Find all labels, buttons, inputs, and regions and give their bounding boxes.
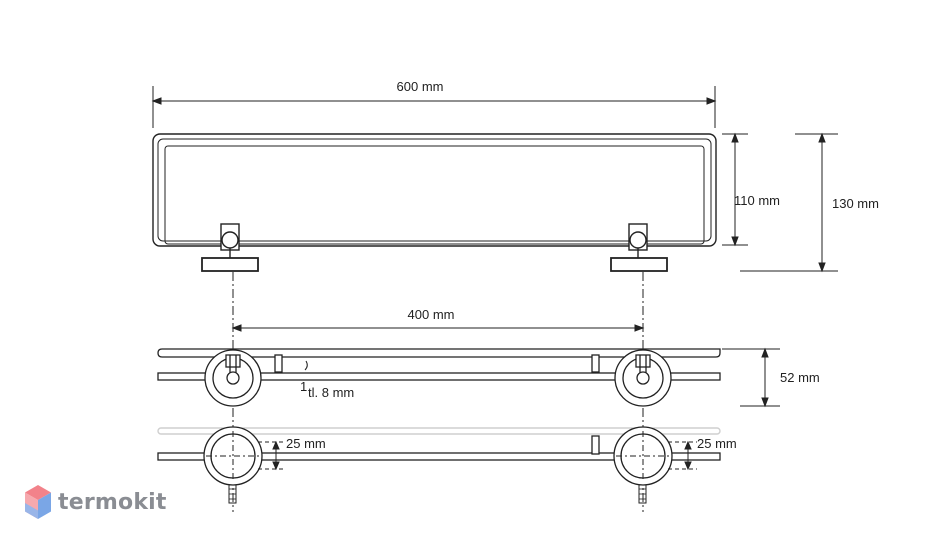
side-bracket-left bbox=[204, 349, 262, 407]
brand-name: termokit bbox=[58, 489, 167, 515]
dimension-bracket-spacing: 400 mm bbox=[231, 307, 645, 332]
glass-clip-top bbox=[591, 435, 600, 455]
dimension-glass-thickness: 1 tl. 8 mm bbox=[300, 360, 354, 400]
rail-top bbox=[157, 452, 721, 461]
glass-shelf-side bbox=[157, 348, 721, 358]
dimension-overall-height: 130 mm bbox=[740, 132, 879, 273]
dimension-label-overall-width: 600 mm bbox=[397, 79, 444, 94]
dimension-label-mount-right: 25 mm bbox=[697, 436, 737, 451]
mount-plate-right bbox=[613, 426, 673, 504]
mounting-view bbox=[157, 426, 721, 504]
shelf-glass-panel bbox=[164, 145, 705, 245]
dimension-mount-left: 25 mm bbox=[258, 436, 326, 471]
dimension-label-inner-height: 110 mm bbox=[734, 193, 780, 208]
glass-clip-right bbox=[591, 354, 600, 373]
front-view bbox=[152, 133, 717, 272]
dimension-label-mount-left: 25 mm bbox=[286, 436, 326, 451]
glass-shelf-top-ghost bbox=[157, 427, 721, 435]
front-bracket-right bbox=[610, 223, 668, 272]
brand-watermark: termokit bbox=[24, 484, 167, 520]
dimension-overall-width: 600 mm bbox=[151, 79, 717, 128]
cube-logo-icon bbox=[25, 485, 51, 519]
dimension-label-bracket-spacing: 400 mm bbox=[408, 307, 455, 322]
dimension-depth: 52 mm bbox=[722, 347, 820, 408]
rail-side bbox=[157, 372, 721, 381]
dimension-label-overall-height: 130 mm bbox=[832, 196, 879, 211]
side-view bbox=[157, 348, 721, 407]
shelf-outer-frame bbox=[152, 133, 717, 247]
side-bracket-right bbox=[614, 349, 672, 407]
thickness-marker: 1 bbox=[300, 379, 307, 394]
dimension-inner-height: 110 mm bbox=[722, 132, 780, 247]
glass-clip-left bbox=[274, 354, 283, 373]
dimension-mount-right: 25 mm bbox=[668, 436, 737, 471]
dimension-label-glass-thickness: tl. 8 mm bbox=[308, 385, 354, 400]
front-bracket-left bbox=[201, 223, 259, 272]
dimension-label-depth: 52 mm bbox=[780, 370, 820, 385]
mount-plate-left bbox=[203, 426, 263, 504]
shelf-mid-frame bbox=[157, 138, 712, 242]
